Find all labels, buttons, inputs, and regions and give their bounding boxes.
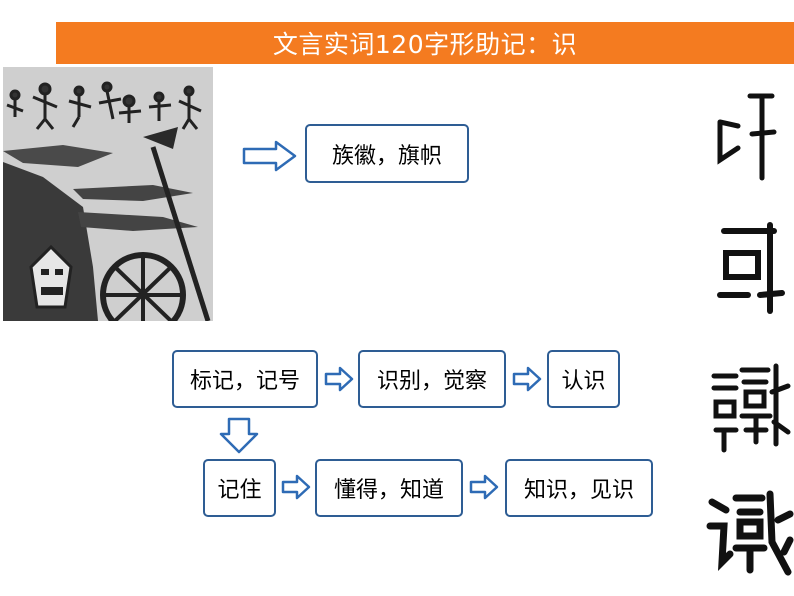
oracle-bone-script-glyph — [702, 82, 794, 192]
meaning-box-understand: 懂得，知道 — [315, 459, 463, 517]
bronze-script-glyph — [702, 215, 794, 325]
seal-script-glyph — [702, 352, 794, 462]
regular-script-glyph — [702, 482, 794, 582]
meaning-box-knowledge: 知识，见识 — [505, 459, 653, 517]
arrow-right-icon — [242, 140, 297, 172]
meaning-box-origin: 族徽，旗帜 — [305, 124, 469, 183]
meaning-box-remember: 记住 — [203, 459, 276, 517]
page-title: 文言实词120字形助记：识 — [272, 30, 578, 59]
meaning-box-recognize: 认识 — [547, 350, 620, 408]
meaning-box-mark: 标记，记号 — [172, 350, 318, 408]
ancient-carving-image — [3, 67, 213, 321]
arrow-right-icon — [512, 366, 542, 392]
arrow-right-icon — [281, 474, 311, 500]
arrow-right-icon — [469, 474, 499, 500]
meaning-box-identify: 识别，觉察 — [358, 350, 506, 408]
arrow-down-icon — [219, 417, 259, 454]
title-banner: 文言实词120字形助记：识 — [56, 22, 794, 64]
arrow-right-icon — [324, 366, 354, 392]
